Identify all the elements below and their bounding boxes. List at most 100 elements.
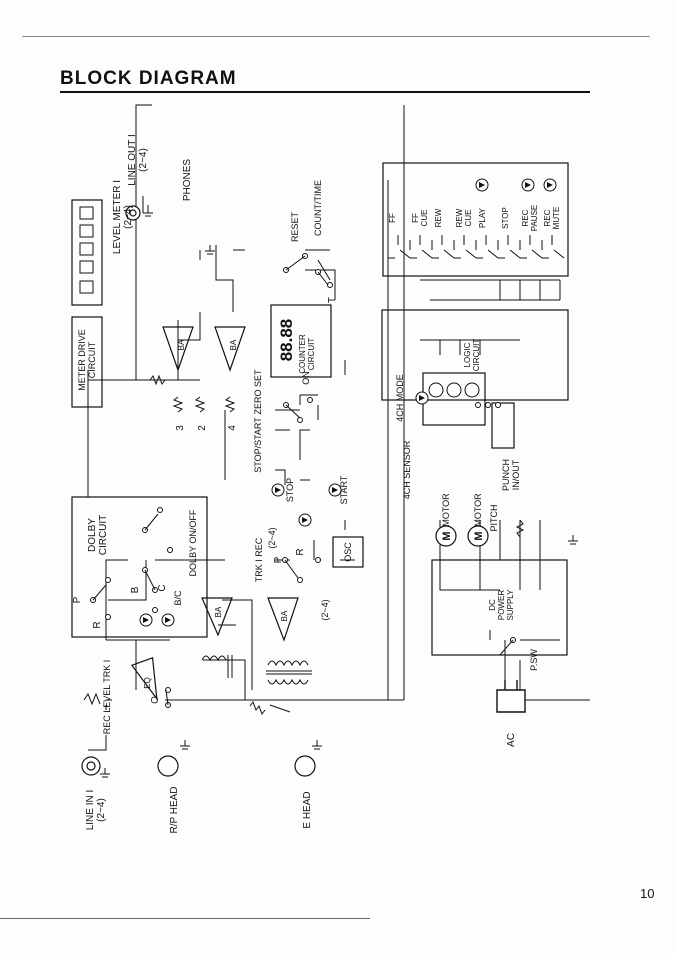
- page-number: 10: [640, 886, 655, 901]
- title-underline: [60, 91, 590, 93]
- num-4-label: 4: [227, 425, 238, 431]
- start-label: START: [339, 475, 349, 504]
- dc-power-supply-label: DCPOWERSUPPLY: [488, 589, 515, 621]
- keypad-box: [382, 162, 569, 277]
- keypad-keys: [387, 235, 565, 259]
- ba-amp-4: [267, 597, 299, 642]
- count-time-label: COUNT/TIME: [313, 180, 323, 236]
- rp-head-label: R/P HEAD: [169, 786, 180, 833]
- punch-in-out-label: PUNCHIN/OUT: [501, 459, 521, 491]
- 4ch-sensor-label: 4CH SENSOR: [402, 440, 412, 499]
- eq-label: EQ: [143, 677, 152, 689]
- switch-o-label: O: [150, 696, 161, 704]
- stop-label: STOP: [285, 478, 295, 502]
- motor-2-icon: [467, 525, 489, 547]
- dolby-circuit-label: DOLBYCIRCUIT: [87, 515, 109, 556]
- counter-circuit-label: COUNTERCIRCUIT: [298, 334, 316, 374]
- switch-p-label: P: [72, 596, 83, 603]
- 4ch-mode-label: 4CH MODE: [395, 374, 405, 422]
- phones-label: PHONES: [182, 159, 193, 202]
- motors: [435, 525, 489, 547]
- level-meter-box: [71, 199, 103, 306]
- blocks: [71, 162, 569, 656]
- eq-amp: [130, 656, 158, 701]
- motor-1-label: MOTOR: [441, 493, 451, 527]
- trk-r-label: R: [295, 548, 306, 555]
- key-rec-pause-label: RECPAUSE: [521, 205, 539, 232]
- zero-set-label: ZERO SET: [253, 369, 263, 415]
- bc-label: B/C: [173, 590, 183, 606]
- svg-text:M: M: [473, 531, 485, 540]
- rec-level-label: REC LEVEL TRK I: [102, 660, 112, 735]
- switch-t-label: T: [327, 297, 338, 303]
- heads-and-jacks: [81, 205, 316, 777]
- diagram-labels: LEVEL METER I(2~4) LINE OUT I(2~4) PHONE…: [72, 134, 539, 833]
- ba-amp-2: [214, 326, 246, 372]
- top-rule: [22, 36, 650, 37]
- level-meter-label: LEVEL METER I(2~4): [112, 180, 134, 254]
- logic-circuit-box: [381, 309, 569, 401]
- meter-drive-box: [71, 316, 103, 408]
- ba-amp-1: [162, 326, 194, 372]
- transformer: [201, 655, 312, 685]
- ba-label-1: BA: [177, 339, 186, 350]
- ba-label-2: BA: [229, 339, 238, 350]
- num-3-label: 3: [175, 425, 186, 431]
- level-meter-segments: [79, 206, 94, 294]
- amplifiers: [130, 326, 299, 701]
- ba-label-3: BA: [214, 606, 223, 617]
- sensor-box: [422, 372, 486, 426]
- ba-label-4: BA: [280, 610, 289, 621]
- osc-label: OSC: [343, 542, 353, 562]
- dolby-circuit-box: [71, 496, 208, 638]
- sensor-elements: [428, 382, 480, 398]
- key-rec-mute-label: RECMUTE: [543, 207, 561, 230]
- e-head-icon: [294, 755, 316, 777]
- ground-symbols: [100, 205, 578, 778]
- switch-levers: [92, 255, 514, 706]
- key-rew-cue-label: REWCUE: [455, 208, 473, 227]
- ac-label: AC: [506, 733, 517, 747]
- ba-amp-3: [201, 597, 233, 637]
- trk-rec-label: TRK I REC: [254, 537, 264, 582]
- motor-1-icon: [435, 525, 457, 547]
- svg-text:M: M: [441, 531, 453, 540]
- line-out-label: LINE OUT I(2~4): [127, 134, 149, 186]
- e-head-label: E HEAD: [302, 791, 313, 828]
- trk-p-label: P: [273, 556, 284, 563]
- range-bottom-label: (2~4): [320, 599, 330, 620]
- trk-range-label: (2~4): [267, 527, 277, 548]
- meter-drive-label: METER DRIVECIRCUIT: [77, 329, 97, 391]
- stop-start-label: STOP/START: [253, 417, 263, 473]
- p-sw-label: P.SW: [529, 649, 539, 671]
- key-ff-cue-label: FFCUE: [411, 210, 429, 227]
- key-ff-label: FF: [388, 213, 397, 223]
- key-play-label: PLAY: [478, 207, 487, 228]
- rp-head-icon: [157, 755, 179, 777]
- switch-b-label: B: [130, 586, 141, 593]
- reset-label: RESET: [290, 211, 300, 242]
- osc-box: [332, 536, 364, 568]
- switch-c-label: C: [157, 584, 168, 591]
- bottom-rule: [0, 918, 370, 919]
- num-2-label: 2: [197, 425, 208, 431]
- switch-r-label: R: [92, 621, 103, 628]
- dolby-on-off-label: DOLBY ON/OFF: [188, 509, 198, 576]
- page-title: BLOCK DIAGRAM: [60, 68, 237, 89]
- counter-circuit-box: [270, 304, 332, 378]
- keypad-labels: FF FFCUE REW REWCUE PLAY STOP RECPAUSE R…: [388, 205, 561, 232]
- pitch-label: PITCH: [489, 505, 499, 532]
- counter-display: 88.88: [277, 319, 296, 362]
- mode-switch-box: [491, 402, 515, 449]
- resistors: [83, 374, 525, 716]
- led-diodes: [143, 182, 553, 623]
- dc-power-supply-box: [431, 559, 568, 656]
- key-rew-label: REW: [434, 208, 443, 227]
- ac-plug-icon: [496, 680, 526, 713]
- wires: [87, 104, 590, 751]
- motor-2-label: MOTOR: [473, 493, 483, 527]
- on-label: ON: [301, 371, 311, 385]
- logic-circuit-label: LOGICCIRCUIT: [463, 339, 481, 372]
- motor-letters: M M: [441, 531, 485, 540]
